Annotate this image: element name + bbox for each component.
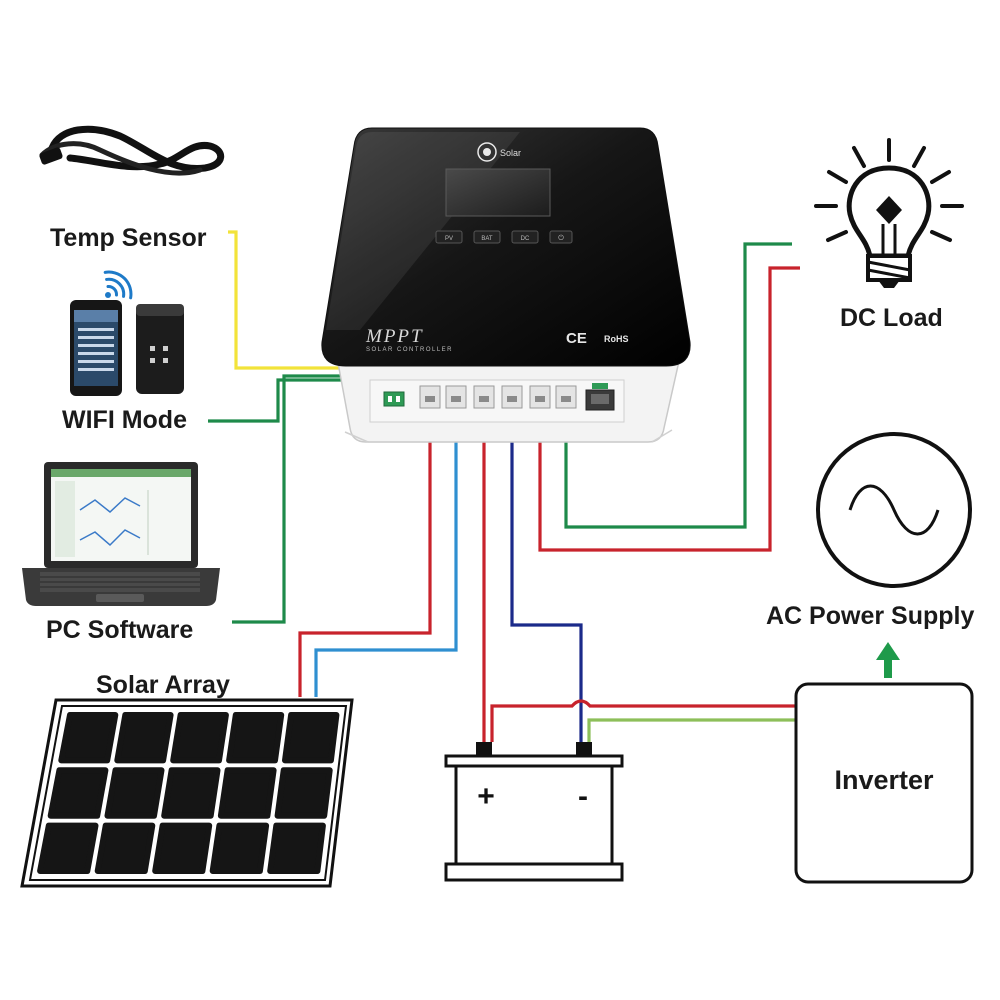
wifi-dongle-icon (136, 304, 184, 394)
solar-cell (37, 822, 99, 874)
arrow-up-icon (876, 642, 900, 678)
solar-cell (217, 767, 277, 819)
label-wifi-mode: WIFI Mode (62, 406, 187, 434)
mppt-controller: Solar PV BAT DC ⏻ MPPT SOLAR CONT (321, 127, 691, 443)
cert-ce: CE (566, 330, 587, 347)
controller-panel (321, 127, 691, 367)
light-bulb-icon (814, 138, 964, 288)
label-inverter: Inverter (834, 765, 934, 795)
wifi-icon (103, 270, 133, 300)
solar-cell (209, 822, 270, 874)
brand-name: Solar (500, 148, 521, 158)
wire-load-negative (564, 242, 792, 529)
wire-solar-positive (298, 413, 432, 697)
lcd-screen (445, 168, 551, 217)
brand-logo: Solar (477, 142, 521, 162)
solar-cell (226, 712, 285, 764)
ac-source-icon (816, 432, 972, 588)
terminal-block (369, 379, 625, 423)
button-pv[interactable]: PV (435, 230, 463, 244)
label-temp-sensor: Temp Sensor (50, 224, 207, 252)
smartphone-icon (70, 300, 122, 396)
wire-inverter-negative (587, 718, 796, 742)
solar-cell (114, 712, 174, 764)
wire-solar-negative (314, 413, 458, 697)
label-ac-power-supply: AC Power Supply (766, 602, 974, 630)
controller-model: MPPT (365, 326, 424, 347)
inverter-box: Inverter (794, 682, 974, 884)
cert-rohs: RoHS (604, 334, 629, 344)
control-buttons: PV BAT DC ⏻ (435, 230, 573, 244)
svg-text:BAT: BAT (481, 236, 493, 242)
label-pc-software: PC Software (46, 616, 193, 644)
label-dc-load: DC Load (840, 304, 943, 332)
wires (208, 230, 800, 742)
wire-battery-negative (510, 413, 583, 742)
solar-cell (274, 767, 333, 819)
solar-cell (47, 767, 109, 819)
battery-negative-sign: - (578, 780, 588, 813)
wire-load-positive (538, 266, 800, 552)
solar-cell (282, 712, 340, 764)
svg-text:DC: DC (521, 236, 530, 242)
solar-cell (170, 712, 229, 764)
battery-positive-sign: + (477, 780, 495, 813)
label-solar-array: Solar Array (96, 671, 230, 699)
solar-panel (20, 698, 354, 888)
solar-cell (104, 767, 165, 819)
button-power[interactable]: ⏻ (549, 230, 573, 244)
solar-cell (94, 822, 156, 874)
solar-cell (58, 712, 119, 764)
solar-cells (37, 712, 340, 874)
solar-cell (152, 822, 213, 874)
controller-subtitle: SOLAR CONTROLLER (366, 347, 453, 353)
solar-cell (267, 822, 326, 874)
wire-inverter-positive (490, 699, 796, 742)
svg-text:PV: PV (445, 236, 453, 242)
temp-sensor-cable-icon (39, 125, 225, 176)
solar-cell (161, 767, 221, 819)
battery-icon: + - (444, 742, 624, 882)
button-bat[interactable]: BAT (473, 230, 501, 244)
button-dc[interactable]: DC (511, 230, 539, 244)
svg-text:⏻: ⏻ (558, 234, 564, 242)
laptop-icon (22, 462, 220, 606)
